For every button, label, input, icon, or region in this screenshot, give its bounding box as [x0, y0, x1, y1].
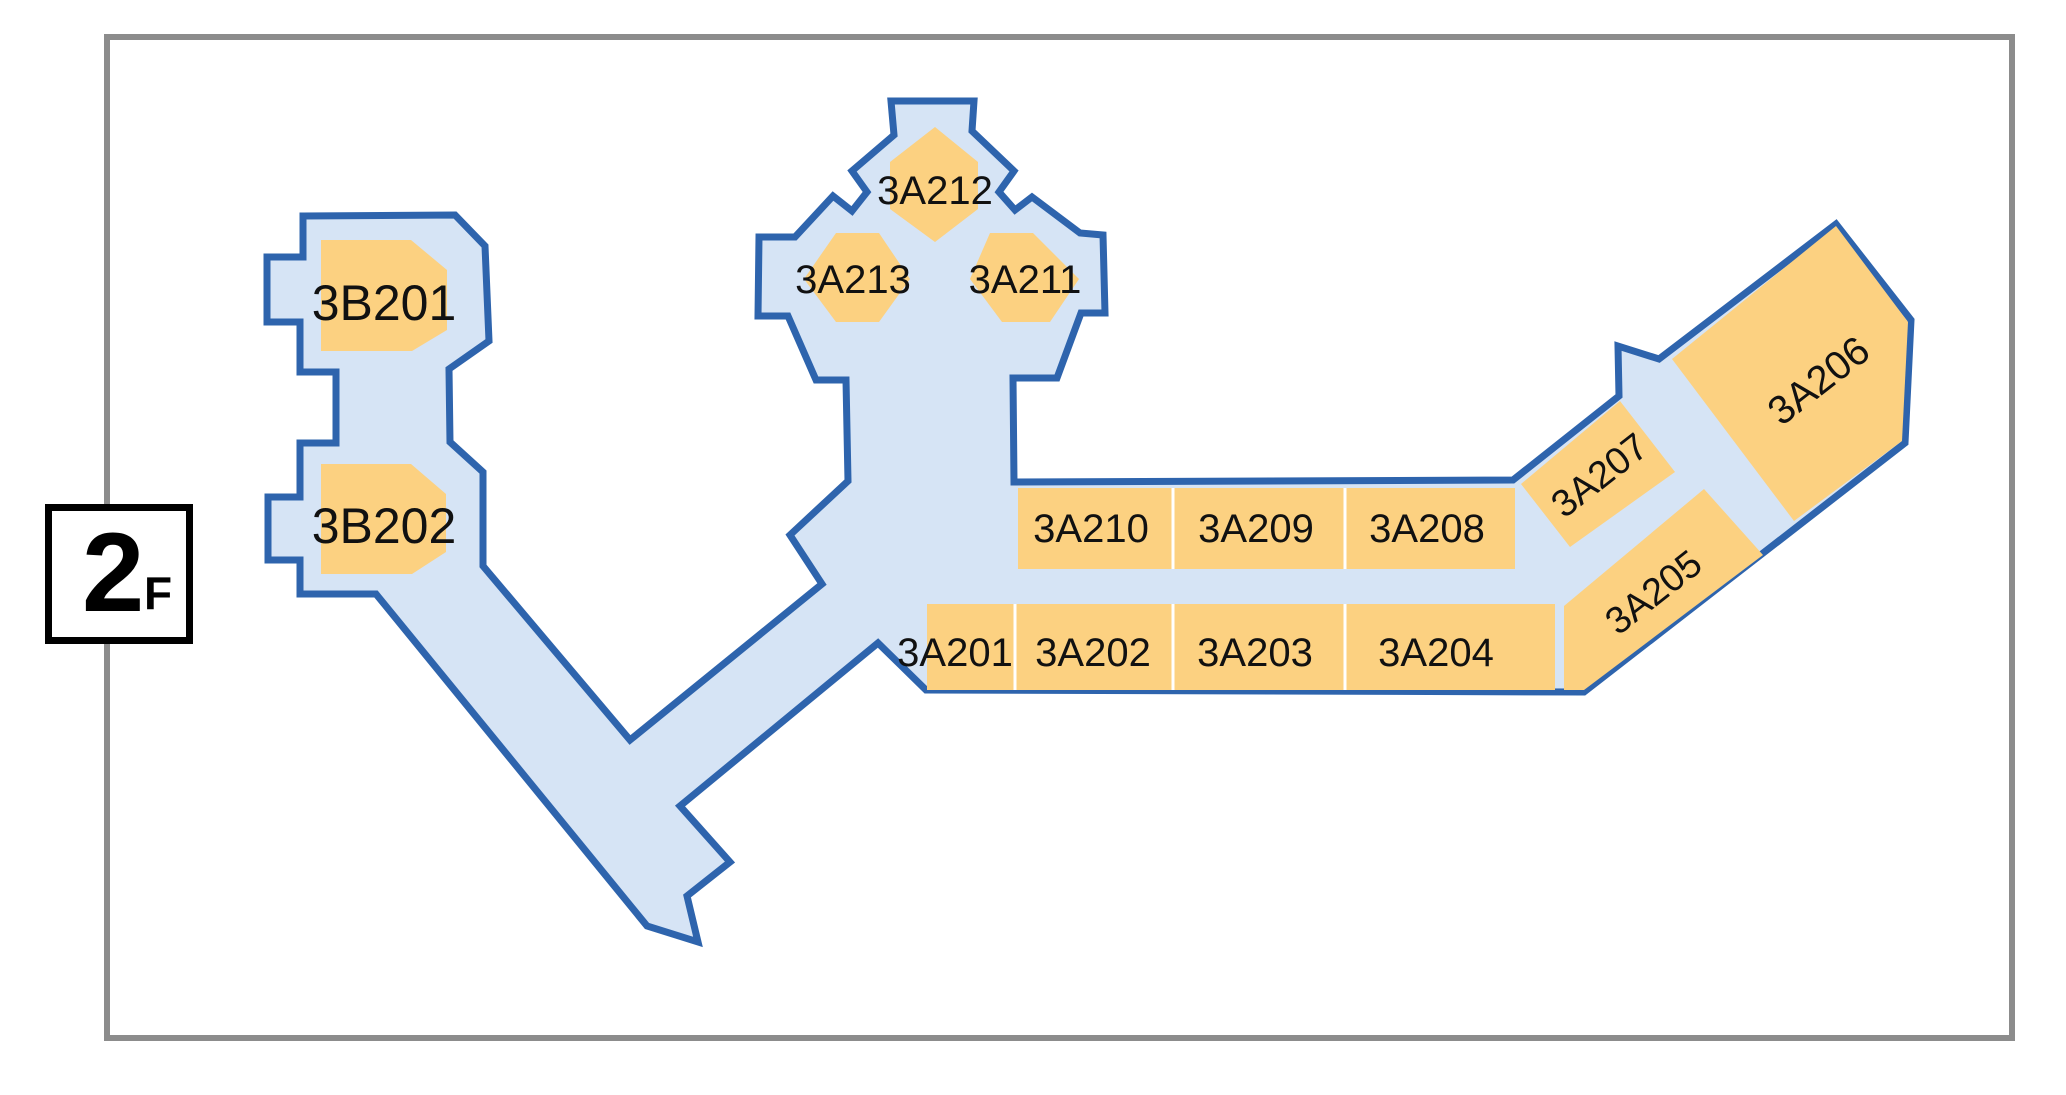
floor-number: 2 [82, 510, 145, 635]
room-3B201[interactable] [321, 240, 447, 351]
room-row-upper [1018, 488, 1515, 569]
room-label-3A204: 3A204 [1378, 631, 1494, 675]
room-3B202[interactable] [321, 464, 446, 574]
floor-unit: F [144, 567, 173, 619]
room-label-3A211: 3A211 [969, 258, 1082, 302]
room-3A212[interactable] [890, 127, 978, 242]
room-label-3A210: 3A210 [1033, 507, 1149, 551]
room-3A203[interactable] [1173, 604, 1345, 690]
room-label-3A201: 3A201 [897, 631, 1013, 675]
room-label-3A209: 3A209 [1198, 507, 1314, 551]
room-3A211[interactable] [970, 233, 1079, 322]
room-row-lower [927, 604, 1555, 690]
room-3A202[interactable] [1015, 604, 1173, 690]
room-label-3A212: 3A212 [877, 169, 993, 213]
room-label-3A202: 3A202 [1035, 631, 1151, 675]
floor-indicator: 2 F [45, 504, 193, 644]
room-3A208[interactable] [1345, 488, 1515, 569]
room-label-3B202: 3B202 [312, 498, 457, 554]
room-3A206[interactable] [1672, 226, 1908, 521]
room-label-3A213: 3A213 [795, 258, 911, 302]
room-3A205[interactable] [1564, 489, 1763, 690]
room-label-3A208: 3A208 [1369, 507, 1485, 551]
room-label-3B201: 3B201 [312, 275, 457, 331]
room-3A204[interactable] [1345, 604, 1555, 690]
room-3A207[interactable] [1521, 401, 1675, 547]
room-label-3A203: 3A203 [1197, 631, 1313, 675]
room-3A213[interactable] [804, 233, 910, 322]
room-3A210[interactable] [1018, 488, 1173, 569]
room-3A209[interactable] [1173, 488, 1345, 569]
room-3A201[interactable] [927, 604, 1015, 690]
